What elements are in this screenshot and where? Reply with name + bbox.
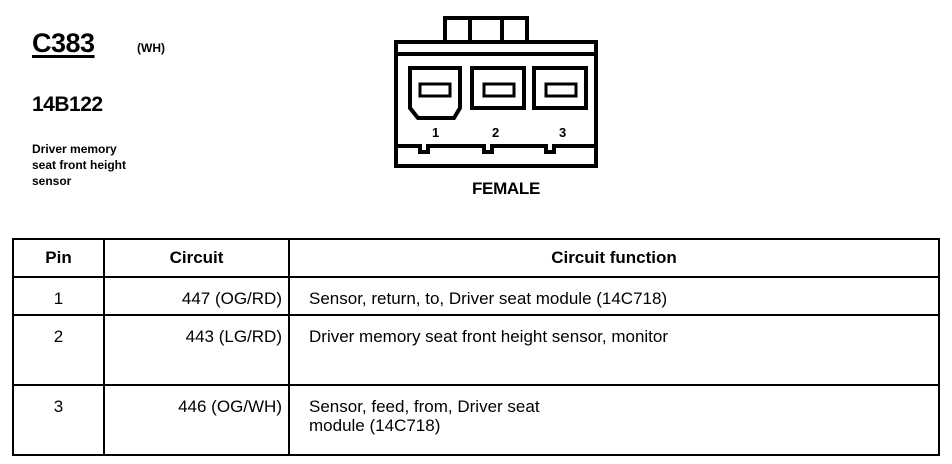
pin-cell: 1 (12, 276, 105, 316)
function-line: Sensor, feed, from, Driver seat (309, 397, 540, 416)
connector-color-code: (WH) (137, 41, 165, 55)
connector-face-diagram: 1 2 3 (394, 16, 598, 168)
pin-number-label: 3 (559, 125, 566, 140)
function-cell: Driver memory seat front height sensor, … (288, 314, 940, 386)
connector-gender-label: FEMALE (471, 179, 541, 198)
description-line: seat front height (32, 158, 127, 172)
pin-cell: 2 (12, 314, 105, 386)
connector-description: Driver memory seat front height sensor (32, 141, 182, 189)
table-header-row: Pin Circuit Circuit function (12, 238, 940, 278)
table-row: 3 446 (OG/WH) Sensor, feed, from, Driver… (12, 384, 940, 456)
part-number: 14B122 (32, 93, 103, 116)
pin-cell: 3 (12, 384, 105, 456)
column-header-circuit: Circuit (103, 238, 290, 278)
function-line: module (14C718) (309, 416, 441, 435)
pin-number-label: 2 (492, 125, 499, 140)
function-line: Sensor, return, to, Driver seat module (… (309, 289, 668, 308)
pin-number-label: 1 (432, 125, 439, 140)
description-line: Driver memory (32, 142, 117, 156)
function-line: Driver memory seat front height sensor, … (309, 327, 669, 346)
circuit-cell: 447 (OG/RD) (103, 276, 290, 316)
column-header-pin: Pin (12, 238, 105, 278)
function-cell: Sensor, feed, from, Driver seat module (… (288, 384, 940, 456)
connector-id: C383 (32, 28, 95, 58)
table-row: 2 443 (LG/RD) Driver memory seat front h… (12, 314, 940, 386)
table-row: 1 447 (OG/RD) Sensor, return, to, Driver… (12, 276, 940, 316)
function-cell: Sensor, return, to, Driver seat module (… (288, 276, 940, 316)
circuit-cell: 443 (LG/RD) (103, 314, 290, 386)
pin-table: Pin Circuit Circuit function 1 447 (OG/R… (12, 238, 940, 456)
column-header-function: Circuit function (288, 238, 940, 278)
circuit-cell: 446 (OG/WH) (103, 384, 290, 456)
description-line: sensor (32, 174, 72, 188)
